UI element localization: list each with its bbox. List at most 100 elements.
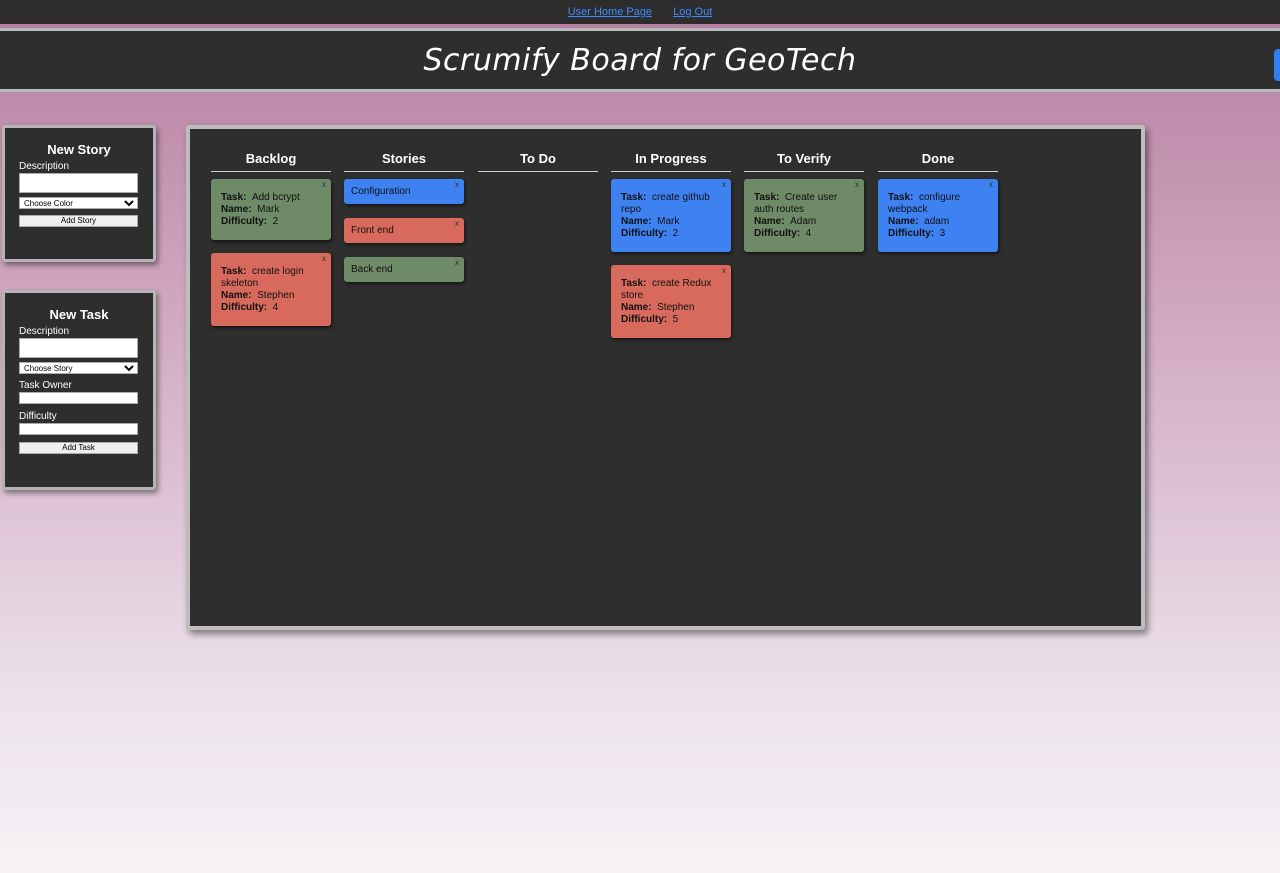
task-story-select[interactable]: Choose Story xyxy=(19,362,138,374)
task-name-value: adam xyxy=(924,216,950,227)
add-task-button[interactable]: Add Task xyxy=(19,442,138,454)
task-description-label: Description xyxy=(19,326,70,337)
close-icon[interactable]: x xyxy=(322,180,326,189)
task-task-line: Task: configure webpack xyxy=(888,192,988,216)
task-task-label: Task: xyxy=(754,192,780,203)
task-name-label: Name: xyxy=(221,204,252,215)
column-title: Backlog xyxy=(211,151,331,172)
task-name-line: Name: Adam xyxy=(754,216,854,228)
close-icon[interactable]: x xyxy=(322,254,326,263)
task-name-value: Stephen xyxy=(257,290,295,301)
task-description-input[interactable] xyxy=(19,338,138,358)
task-name-line: Name: Stephen xyxy=(621,302,721,314)
close-icon[interactable]: x xyxy=(989,180,993,189)
user-home-page-link[interactable]: User Home Page xyxy=(567,6,653,18)
column-title: In Progress xyxy=(611,151,731,172)
task-difficulty-label: Difficulty: xyxy=(621,314,668,325)
top-nav: User Home Page Log Out xyxy=(0,0,1280,24)
task-task-value: Add bcrypt xyxy=(251,192,300,203)
story-description-input[interactable] xyxy=(19,173,138,193)
task-name-label: Name: xyxy=(888,216,919,227)
column-title: Stories xyxy=(344,151,464,172)
close-icon[interactable]: x xyxy=(722,180,726,189)
close-icon[interactable]: x xyxy=(722,266,726,275)
task-task-label: Task: xyxy=(888,192,914,203)
task-difficulty-label: Difficulty xyxy=(19,411,57,422)
new-task-title: New Task xyxy=(49,307,109,322)
task-difficulty-line: Difficulty: 3 xyxy=(888,228,988,240)
task-name-line: Name: Stephen xyxy=(221,290,321,302)
new-task-panel: New Task Description Choose Story Task O… xyxy=(2,290,156,490)
task-task-value: create login skeleton xyxy=(221,266,304,289)
task-difficulty-line: Difficulty: 2 xyxy=(621,228,721,240)
side-toggle-button[interactable] xyxy=(1274,49,1280,81)
task-difficulty-line: Difficulty: 2 xyxy=(221,216,321,228)
close-icon[interactable]: x xyxy=(855,180,859,189)
task-task-line: Task: Create user auth routes xyxy=(754,192,854,216)
task-name-value: Mark xyxy=(657,216,680,227)
close-icon[interactable]: x xyxy=(455,180,459,189)
task-name-value: Stephen xyxy=(657,302,695,313)
task-difficulty-value: 4 xyxy=(272,302,279,313)
task-owner-label: Task Owner xyxy=(19,380,72,391)
task-difficulty-value: 5 xyxy=(672,314,679,325)
story-color-select[interactable]: Choose Color xyxy=(19,197,138,209)
story-card[interactable]: Front end x xyxy=(344,218,464,243)
task-difficulty-label: Difficulty: xyxy=(221,216,268,227)
column-title: To Verify xyxy=(744,151,864,172)
task-difficulty-label: Difficulty: xyxy=(754,228,801,239)
task-name-line: Name: adam xyxy=(888,216,988,228)
new-story-panel: New Story Description Choose Color Add S… xyxy=(2,125,156,262)
task-name-value: Adam xyxy=(790,216,817,227)
log-out-link[interactable]: Log Out xyxy=(673,6,713,18)
add-story-button[interactable]: Add Story xyxy=(19,215,138,227)
column-title: To Do xyxy=(478,151,598,172)
page-header: Scrumify Board for GeoTech xyxy=(0,28,1280,92)
task-difficulty-input[interactable] xyxy=(19,423,138,435)
task-owner-input[interactable] xyxy=(19,392,138,404)
task-difficulty-line: Difficulty: 5 xyxy=(621,314,721,326)
close-icon[interactable]: x xyxy=(455,258,459,267)
task-name-value: Mark xyxy=(257,204,280,215)
task-task-label: Task: xyxy=(221,266,247,277)
task-task-label: Task: xyxy=(621,192,647,203)
task-task-value: configure webpack xyxy=(888,192,961,215)
story-label: Back end xyxy=(351,264,393,275)
story-label: Front end xyxy=(351,225,394,236)
task-name-label: Name: xyxy=(221,290,252,301)
task-difficulty-line: Difficulty: 4 xyxy=(754,228,854,240)
task-task-value: create github repo xyxy=(621,192,710,215)
task-task-label: Task: xyxy=(221,192,247,203)
column-title: Done xyxy=(878,151,998,172)
task-difficulty-value: 2 xyxy=(272,216,279,227)
task-task-line: Task: create github repo xyxy=(621,192,721,216)
close-icon[interactable]: x xyxy=(455,219,459,228)
task-difficulty-line: Difficulty: 4 xyxy=(221,302,321,314)
task-task-value: create Redux store xyxy=(621,278,712,301)
task-name-label: Name: xyxy=(621,216,652,227)
task-task-line: Task: create Redux store xyxy=(621,278,721,302)
task-name-label: Name: xyxy=(621,302,652,313)
task-task-line: Task: create login skeleton xyxy=(221,266,321,290)
new-story-title: New Story xyxy=(47,142,111,157)
task-difficulty-value: 4 xyxy=(805,228,812,239)
task-difficulty-label: Difficulty: xyxy=(888,228,935,239)
task-name-label: Name: xyxy=(754,216,785,227)
task-task-value: Create user auth routes xyxy=(754,192,838,215)
task-difficulty-value: 3 xyxy=(939,228,946,239)
story-description-label: Description xyxy=(19,161,70,172)
story-card[interactable]: Back end x xyxy=(344,257,464,282)
task-difficulty-value: 2 xyxy=(672,228,679,239)
task-name-line: Name: Mark xyxy=(621,216,721,228)
